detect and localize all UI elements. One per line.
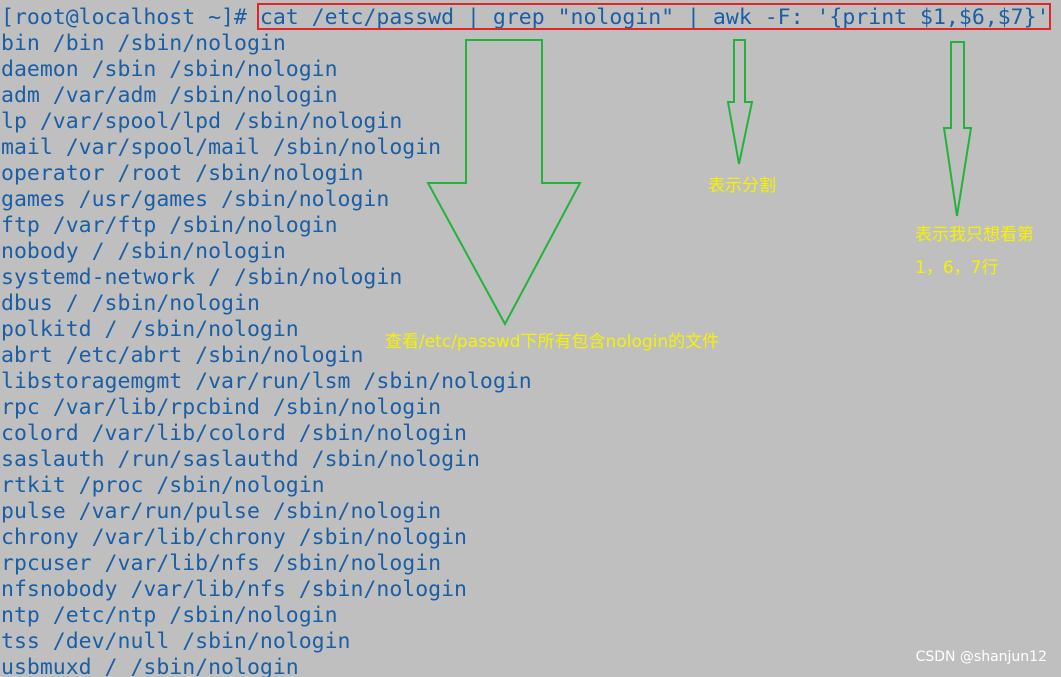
- output-line: rpcuser /var/lib/nfs /sbin/nologin: [1, 551, 442, 576]
- shell-prompt: [root@localhost ~]#: [1, 5, 260, 30]
- output-line: colord /var/lib/colord /sbin/nologin: [1, 421, 467, 446]
- output-line: systemd-network / /sbin/nologin: [1, 265, 403, 290]
- output-line: abrt /etc/abrt /sbin/nologin: [1, 343, 364, 368]
- output-line: ftp /var/ftp /sbin/nologin: [1, 213, 338, 238]
- output-line: ntp /etc/ntp /sbin/nologin: [1, 603, 338, 628]
- output-line: usbmuxd / /sbin/nologin: [1, 655, 299, 677]
- output-line: libstoragemgmt /var/run/lsm /sbin/nologi…: [1, 369, 532, 394]
- output-line: adm /var/adm /sbin/nologin: [1, 83, 338, 108]
- command-line: [root@localhost ~]# cat /etc/passwd | gr…: [1, 5, 1049, 31]
- output-line: rtkit /proc /sbin/nologin: [1, 473, 325, 498]
- separator-annotation: 表示分割: [708, 176, 776, 196]
- output-line: bin /bin /sbin/nologin: [1, 31, 286, 56]
- command-highlight-box: [257, 3, 1051, 30]
- command-text: cat /etc/passwd | grep "nologin" | awk -…: [259, 5, 1050, 30]
- output-line: dbus / /sbin/nologin: [1, 291, 260, 316]
- output-line: nobody / /sbin/nologin: [1, 239, 286, 264]
- grep-annotation: 查看/etc/passwd下所有包含nologin的文件: [385, 332, 720, 352]
- output-line: tss /dev/null /sbin/nologin: [1, 629, 351, 654]
- output-line: rpc /var/lib/rpcbind /sbin/nologin: [1, 395, 442, 420]
- fields-annotation-line2: 1，6，7行: [915, 258, 999, 278]
- output-line: games /usr/games /sbin/nologin: [1, 187, 390, 212]
- fields-annotation-line1: 表示我只想看第: [915, 225, 1034, 245]
- separator-arrow-icon: [726, 39, 754, 165]
- output-line: saslauth /run/saslauthd /sbin/nologin: [1, 447, 480, 472]
- fields-arrow-icon: [942, 41, 973, 217]
- output-line: mail /var/spool/mail /sbin/nologin: [1, 135, 442, 160]
- output-line: chrony /var/lib/chrony /sbin/nologin: [1, 525, 467, 550]
- output-line: nfsnobody /var/lib/nfs /sbin/nologin: [1, 577, 467, 602]
- output-line: polkitd / /sbin/nologin: [1, 317, 299, 342]
- output-line: lp /var/spool/lpd /sbin/nologin: [1, 109, 403, 134]
- output-line: operator /root /sbin/nologin: [1, 161, 364, 186]
- csdn-watermark: CSDN @shanjun12: [915, 649, 1047, 665]
- output-line: daemon /sbin /sbin/nologin: [1, 57, 338, 82]
- output-line: pulse /var/run/pulse /sbin/nologin: [1, 499, 442, 524]
- big-arrow-icon: [426, 39, 582, 327]
